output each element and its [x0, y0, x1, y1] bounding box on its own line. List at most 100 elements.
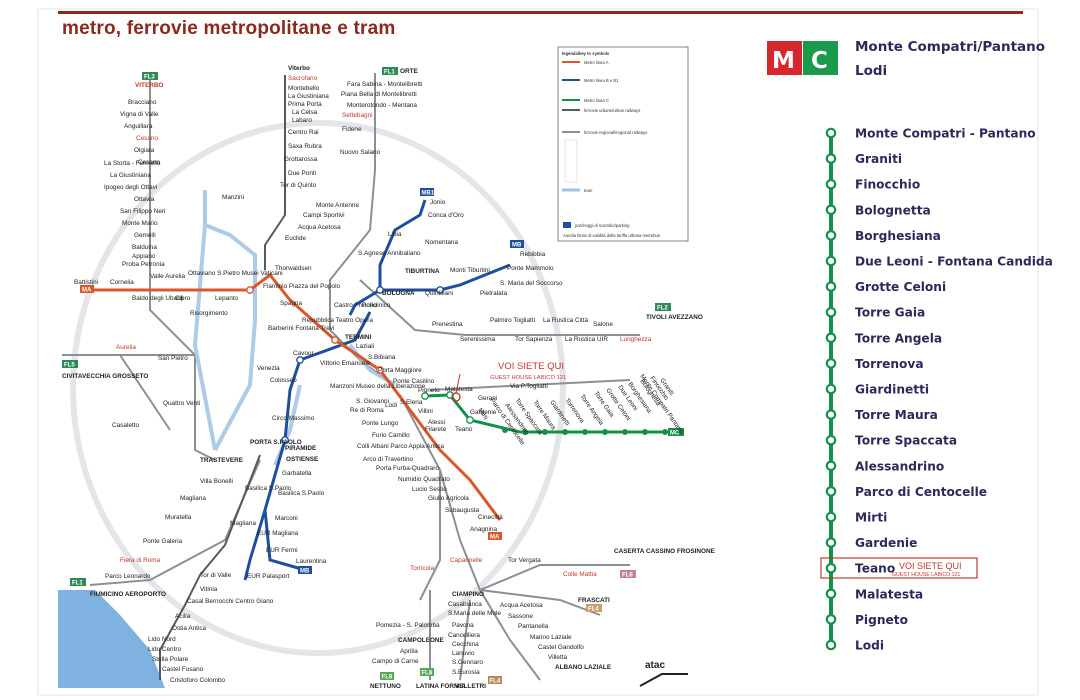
svg-text:EUR Fermi: EUR Fermi	[266, 547, 298, 554]
svg-text:Anguillara: Anguillara	[124, 123, 153, 130]
svg-text:Campi Sportivi: Campi Sportivi	[303, 212, 345, 219]
line-c-station-label: Mirti	[855, 511, 887, 525]
svg-text:Monti Tiburtini: Monti Tiburtini	[450, 267, 490, 274]
line-c-station-label: Torre Maura	[855, 408, 938, 422]
svg-text:Cornelia: Cornelia	[110, 279, 134, 286]
svg-text:FL2: FL2	[657, 306, 668, 312]
svg-text:Ottaviano S.Pietro Musei Vatic: Ottaviano S.Pietro Musei Vaticani	[188, 270, 283, 277]
line-c-station-label: Finocchio	[855, 178, 920, 192]
svg-text:Ponte Galeria: Ponte Galeria	[143, 538, 183, 545]
svg-text:Cesano: Cesano	[136, 135, 158, 142]
svg-text:Anagnina: Anagnina	[470, 526, 497, 533]
urban-rail	[159, 75, 286, 680]
svg-text:Aprilia: Aprilia	[400, 648, 418, 655]
mc-logo-green	[803, 41, 838, 75]
svg-text:Monte Compatri/Pantano: Monte Compatri/Pantano	[855, 39, 1045, 55]
svg-text:FL6: FL6	[622, 573, 633, 579]
line-c-station-marker	[825, 588, 837, 600]
svg-text:Giulio Agricola: Giulio Agricola	[428, 495, 469, 502]
svg-text:Garbatella: Garbatella	[282, 470, 312, 477]
svg-text:Montebello: Montebello	[288, 85, 320, 92]
svg-text:Nuovo Salario: Nuovo Salario	[340, 149, 381, 156]
svg-text:FIUMICINO AEROPORTO: FIUMICINO AEROPORTO	[90, 591, 166, 598]
svg-text:GUEST HOUSE LABICO 121: GUEST HOUSE LABICO 121	[490, 375, 566, 381]
svg-text:San Filippo Neri: San Filippo Neri	[120, 208, 165, 215]
svg-text:VELLETRI: VELLETRI	[455, 683, 486, 690]
svg-text:CIAMPINO: CIAMPINO	[452, 591, 484, 598]
line-c-station-label: Borghesiana	[855, 229, 941, 243]
svg-text:TERMINI: TERMINI	[345, 334, 371, 341]
svg-text:FL4: FL4	[490, 679, 501, 685]
svg-text:Balduina: Balduina	[132, 244, 157, 251]
svg-text:Basilica S.Paolo: Basilica S.Paolo	[278, 490, 325, 497]
top-rule	[58, 11, 1023, 14]
badge-fl8	[420, 668, 434, 676]
svg-text:LATINA FORMIA: LATINA FORMIA	[416, 683, 466, 690]
svg-text:Capannelle: Capannelle	[450, 557, 483, 564]
svg-text:Magliana: Magliana	[180, 495, 206, 502]
svg-text:Pigneto: Pigneto	[418, 387, 440, 394]
svg-text:Cinecittà: Cinecittà	[478, 514, 503, 521]
svg-text:C: C	[811, 48, 828, 74]
svg-text:TIBURTINA: TIBURTINA	[405, 268, 440, 275]
svg-text:TIVOLI AVEZZANO: TIVOLI AVEZZANO	[646, 314, 703, 321]
svg-text:Policlinico: Policlinico	[362, 302, 391, 309]
svg-text:CIVITAVECCHIA GROSSETO: CIVITAVECCHIA GROSSETO	[62, 373, 148, 380]
svg-text:ferrovie regionali/regional ra: ferrovie regionali/regional railways	[584, 130, 647, 135]
svg-text:Metro linea B e B1: Metro linea B e B1	[584, 78, 619, 83]
svg-text:Villetta: Villetta	[548, 654, 568, 661]
svg-text:Pomezia - S. Palomba: Pomezia - S. Palomba	[376, 622, 440, 629]
svg-text:Numidio Quadrato: Numidio Quadrato	[398, 476, 450, 483]
svg-text:Quintiliani: Quintiliani	[425, 290, 453, 297]
svg-text:Conca d'Oro: Conca d'Oro	[428, 212, 464, 219]
svg-text:Casal Bernocchi Centro Giano: Casal Bernocchi Centro Giano	[187, 598, 274, 605]
svg-text:Marconi: Marconi	[275, 515, 298, 522]
svg-text:Due Ponti: Due Ponti	[288, 170, 316, 177]
svg-text:EUR Magliana: EUR Magliana	[257, 530, 299, 537]
svg-text:Ipogeo degli Ottavi: Ipogeo degli Ottavi	[104, 184, 157, 191]
svg-text:CASERTA CASSINO FROSINONE: CASERTA CASSINO FROSINONE	[614, 548, 716, 555]
badge-mb-rebibbia	[510, 240, 524, 248]
mc-logo-red	[767, 41, 802, 75]
svg-text:Colle Mattia: Colle Mattia	[563, 571, 597, 578]
svg-text:Vitinia: Vitinia	[200, 586, 218, 593]
svg-text:Libia: Libia	[388, 231, 402, 238]
line-c-station-label: Grotte Celoni	[855, 280, 946, 294]
svg-text:La Rustica Città: La Rustica Città	[543, 317, 589, 324]
svg-text:CAMPOLEONE: CAMPOLEONE	[398, 637, 445, 644]
svg-text:La Rustica UIR: La Rustica UIR	[565, 336, 608, 343]
svg-text:PIRAMIDE: PIRAMIDE	[285, 445, 317, 452]
svg-text:Casaletto: Casaletto	[112, 422, 139, 429]
svg-text:Bracciano: Bracciano	[128, 99, 157, 106]
svg-text:S. Maria del Soccorso: S. Maria del Soccorso	[500, 280, 563, 287]
svg-text:S. Giovanni: S. Giovanni	[356, 398, 389, 405]
svg-text:Magliana: Magliana	[230, 520, 256, 527]
svg-text:Tor Sapienza: Tor Sapienza	[515, 336, 553, 343]
svg-text:Acqua Acetosa: Acqua Acetosa	[500, 602, 543, 609]
svg-text:Battistini: Battistini	[74, 279, 98, 286]
svg-text:Centro Rai: Centro Rai	[288, 129, 319, 136]
svg-text:Palmiro Togliatti: Palmiro Togliatti	[490, 317, 535, 324]
line-c-station-marker	[825, 460, 837, 472]
line-c-station-label: Gardenie	[855, 536, 917, 550]
badge-mb1	[420, 188, 434, 196]
svg-text:Laurentina: Laurentina	[296, 558, 327, 565]
svg-text:Fidene: Fidene	[342, 126, 362, 133]
page-frame	[37, 8, 1039, 696]
svg-text:FL1: FL1	[384, 70, 395, 76]
svg-text:Lido Nord: Lido Nord	[148, 636, 176, 643]
svg-text:Grottarossa: Grottarossa	[284, 156, 318, 163]
line-c-station-marker	[825, 409, 837, 420]
svg-text:Cancelliera: Cancelliera	[448, 632, 480, 639]
svg-text:Parco Leonardo: Parco Leonardo	[105, 573, 151, 580]
svg-text:Muratella: Muratella	[165, 514, 192, 521]
svg-text:Ottavia: Ottavia	[134, 196, 155, 203]
svg-text:Acqua Acetosa: Acqua Acetosa	[298, 224, 341, 231]
page-title: metro, ferrovie metropolitane e tram	[62, 18, 396, 39]
svg-text:S.Bibiana: S.Bibiana	[368, 354, 396, 361]
badge-mb-laurentina	[298, 566, 312, 574]
svg-text:Valle Aurelia: Valle Aurelia	[150, 273, 185, 280]
svg-text:Risorgimento: Risorgimento	[190, 310, 228, 317]
badge-fl3-viterbo	[142, 72, 158, 80]
badge-fl2	[655, 303, 671, 311]
